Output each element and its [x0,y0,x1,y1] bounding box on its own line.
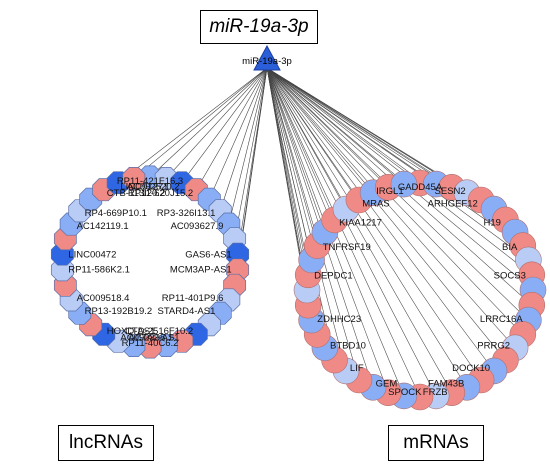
node-label: LRRC16A [480,314,523,325]
node-label: RP13-192B19.2 [85,306,153,317]
node-label: DEPDC1 [314,270,353,281]
edge-line [209,67,268,200]
node-label: AC092620.2 [127,182,180,193]
edge-line [266,67,360,381]
edge-line [266,67,533,275]
node-label: ZDHHC23 [317,314,361,325]
edge-line [266,67,347,371]
edge-line [266,67,309,275]
mirna-hub-label: miR-19a-3p [242,56,292,67]
edge-line [266,67,347,210]
mirna-hub-triangle [253,44,281,71]
node-label: FRZB [423,387,448,398]
lncrna-node [122,167,146,190]
node-label: AC142119.1 [77,221,129,232]
node-label: RP11-586K2.1 [68,265,130,276]
edge-line [266,67,312,260]
lncrna-group-label-box: lncRNAs [58,425,154,461]
edge-line [266,67,374,193]
mrna-node [390,170,418,198]
edge-line [266,67,453,393]
node-label: PRRG2 [477,341,510,352]
edge-line [266,67,405,185]
node-label: AC009518.4 [77,293,130,304]
edge-line [266,67,523,335]
node-label: IRGL1 [376,186,403,197]
edge-line [181,67,268,183]
node-label: CTD-2516F10.2 [125,326,193,337]
node-label: ARHGEF12 [428,198,478,209]
mrna-cluster [293,169,547,411]
edge-line [266,67,335,221]
lncrna-cluster [50,165,250,359]
edge-line [266,67,523,246]
node-label: LINC00472 [68,250,116,261]
mirna-title-box: miR-19a-3p [200,10,318,44]
edge-line [266,67,468,388]
edge-line [165,67,268,179]
node-label: TNFRSF19 [323,242,371,253]
node-label: GADD45A [398,182,443,193]
node-label: GAS6-AS1 [185,250,231,261]
edge-line [118,67,268,183]
edge-line [219,67,268,211]
edge-line [266,67,326,233]
edge-line [266,67,421,184]
edge-line [266,67,529,261]
node-label: CTB-113I20.2 [107,188,165,199]
node-label: AC092338.1 [120,333,173,344]
mirna-title: miR-19a-3p [209,16,309,37]
node-label: DOCK10 [452,363,490,374]
node-label: SOCS3 [494,270,526,281]
node-label: HOXD-AS1 [107,326,156,337]
edge-line [266,67,495,372]
node-label: RP4-669P10.1 [85,208,147,219]
edge-line [266,67,389,188]
edge-line [133,67,268,179]
node-label-layer: RP11-421F16.3AC092620.2RP11-620J15.2RP3-… [68,176,526,398]
edge-line [266,67,360,201]
node-label: AC093627.9 [171,221,224,232]
edge-line [266,67,506,361]
node-label: SESN2 [435,186,466,197]
node-label: BTBD10 [330,341,366,352]
edge-line [149,67,268,178]
node-label: H19 [483,218,500,229]
node-label: RP11-421F16.3 [117,176,183,187]
node-label: ACTA2-AS1 [129,333,180,344]
node-label: RP3-326I13.1 [157,208,216,219]
edge-line [228,67,268,225]
mirna-hub-node: miR-19a-3p [242,44,292,71]
node-label: BIA [502,242,518,253]
node-label: FAM43B [428,379,464,390]
edge-line [266,67,516,349]
node-label: MCM3AP-AS1 [170,265,232,276]
node-label: GEM [376,379,398,390]
lncrna-group-label: lncRNAs [69,432,143,453]
node-label: KIAA1217 [339,218,382,229]
edge-line [234,67,268,239]
edge-line [196,67,268,190]
mrna-group-label-box: mRNAs [388,425,484,461]
node-label: LINC01271 [120,182,168,193]
mrna-group-label: mRNAs [403,432,469,453]
node-label: MRAS [362,198,389,209]
node-label: RP11-620J15.2 [128,188,193,199]
node-label: RP11-40C6.2 [122,338,179,349]
edge-line [266,67,482,381]
node-label: RP11-401P9.6 [162,293,224,304]
node-label: SPOCK [388,387,422,398]
edge-line [266,67,421,398]
edge-line [266,67,318,246]
node-label: STARD4-AS1 [157,306,215,317]
node-label: LIF [350,363,364,374]
edge-line [266,67,437,397]
